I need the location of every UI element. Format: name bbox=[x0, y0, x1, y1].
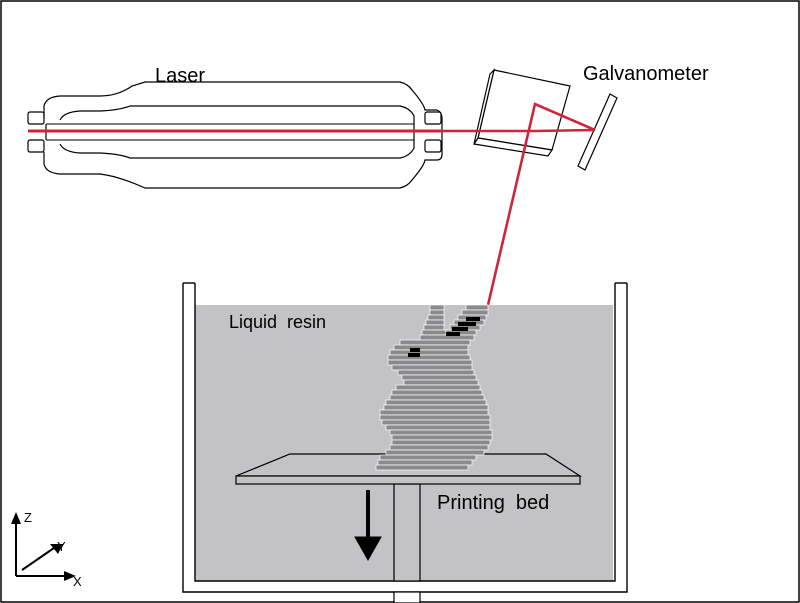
axis-label-y: Y bbox=[57, 539, 66, 554]
laser-beam-path bbox=[442, 102, 596, 306]
platform-stem bbox=[393, 483, 421, 603]
label-liquid-resin: Liquid resin bbox=[229, 312, 326, 332]
axis-label-x: X bbox=[73, 574, 82, 589]
label-printing-bed: Printing bed bbox=[437, 492, 549, 514]
printed-rabbit bbox=[375, 304, 493, 471]
label-laser: Laser bbox=[155, 65, 205, 87]
axis-indicator bbox=[11, 512, 76, 581]
laser-tube bbox=[27, 81, 443, 189]
rabbit-details bbox=[408, 317, 480, 357]
galvanometer-mirror bbox=[577, 93, 618, 171]
arrow-down-icon bbox=[354, 490, 382, 562]
label-galvanometer: Galvanometer bbox=[583, 63, 709, 85]
axis-label-z: Z bbox=[24, 510, 32, 525]
